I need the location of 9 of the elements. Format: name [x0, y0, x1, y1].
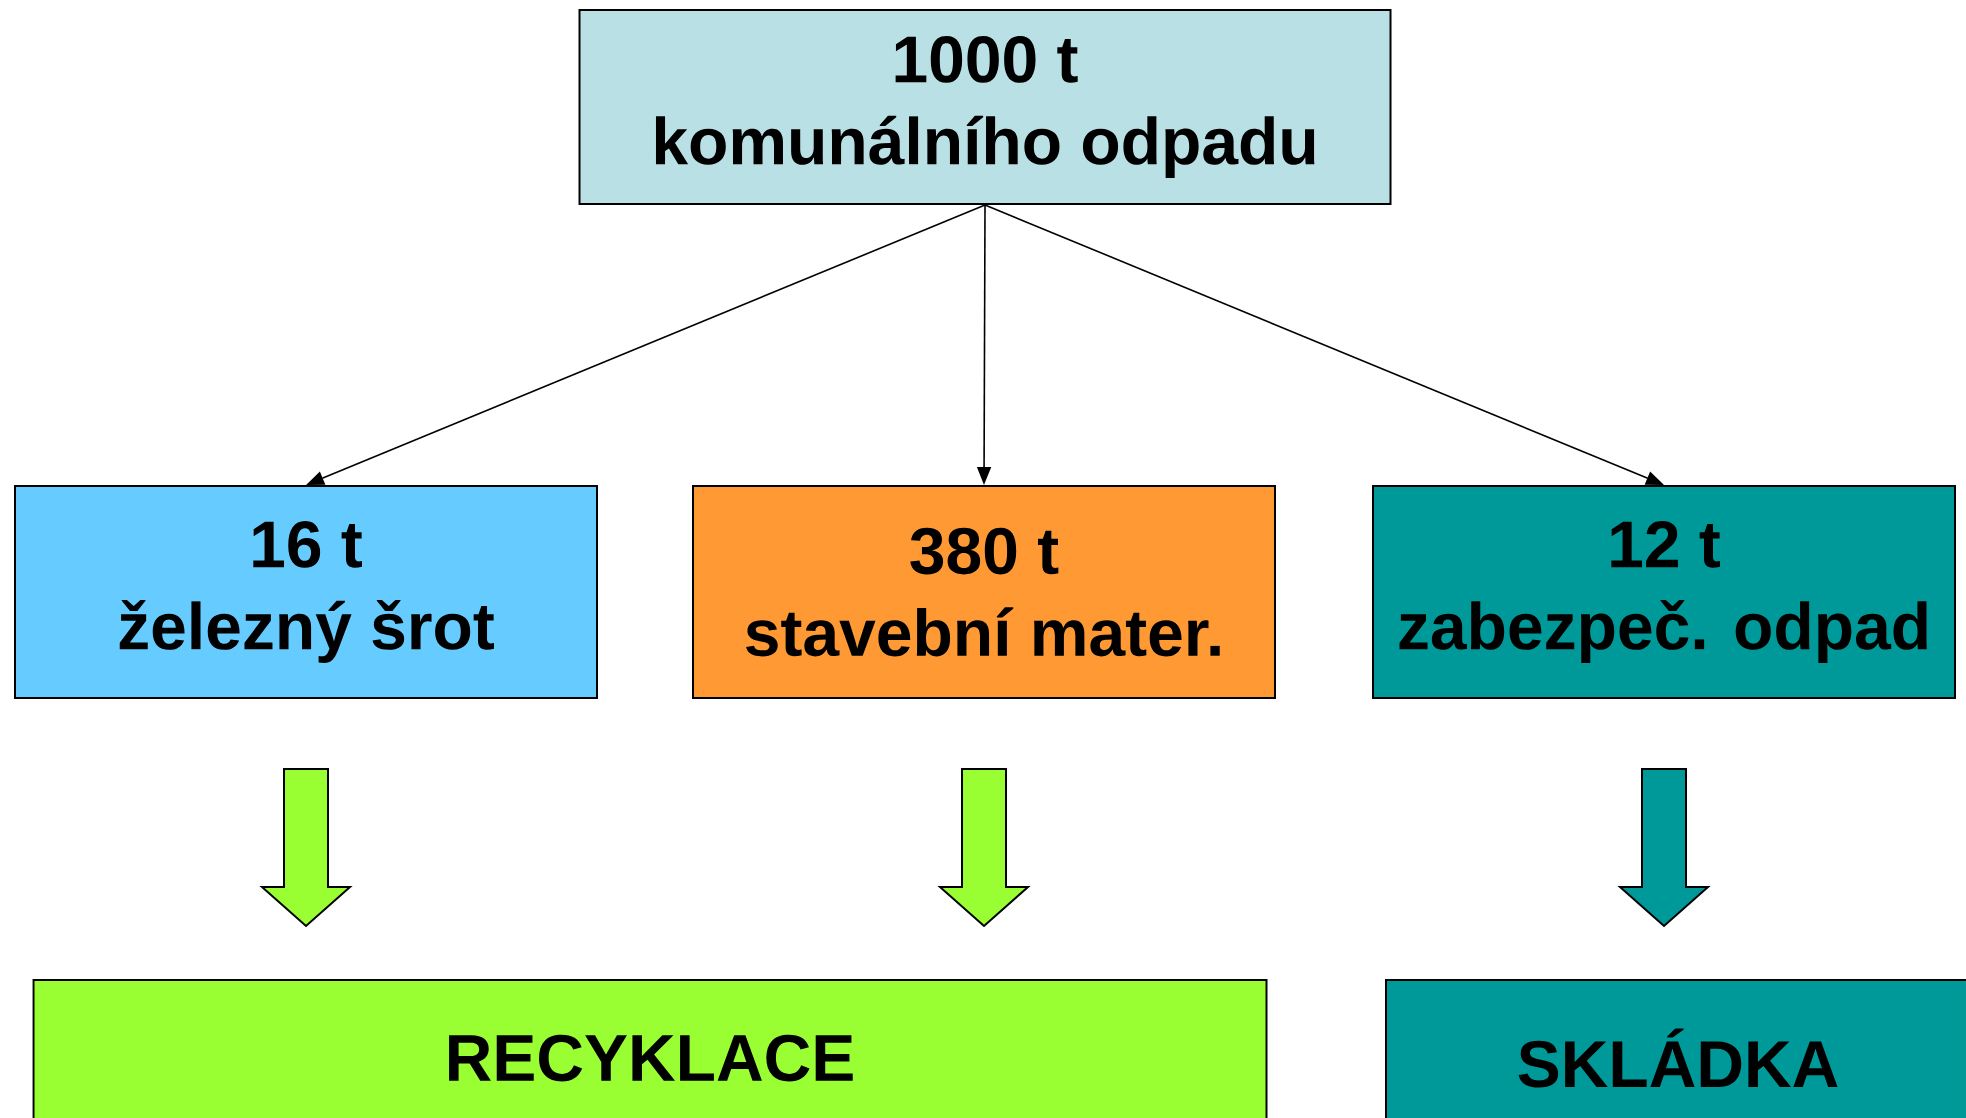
block-arrow — [937, 768, 1031, 928]
category-box: 12 t zabezpeč. odpad — [1372, 485, 1956, 699]
category-box: 380 t stavební mater. — [692, 485, 1276, 699]
category-box: 16 t železný šrot — [14, 485, 598, 699]
block-arrow — [259, 768, 353, 928]
source-box: 1000 t komunálního odpadu — [578, 9, 1392, 205]
destination-box: RECYKLACE — [32, 979, 1268, 1118]
destination-box: SKLÁDKA — [1385, 979, 1966, 1118]
block-arrow — [1617, 768, 1711, 928]
